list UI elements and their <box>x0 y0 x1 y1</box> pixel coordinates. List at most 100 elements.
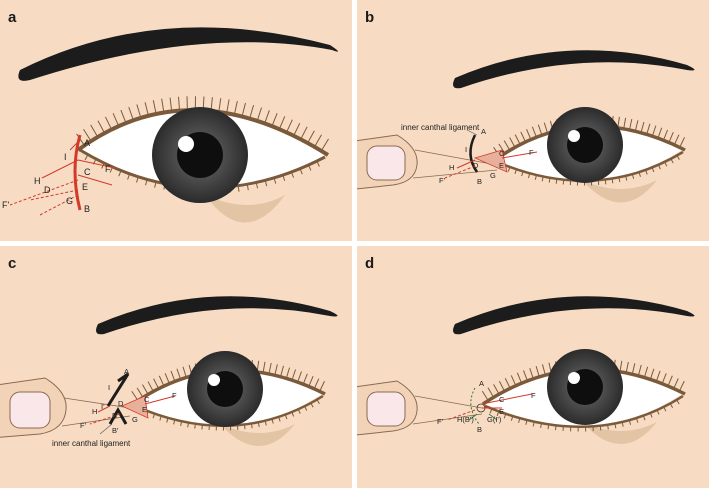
point-label: F' <box>439 176 446 185</box>
eyelash <box>282 174 286 181</box>
eyelash <box>676 399 680 405</box>
point-label: D <box>118 399 124 408</box>
eyelash <box>84 154 89 161</box>
point-label: H <box>92 407 97 416</box>
incision-flap <box>121 395 149 419</box>
eyelash <box>153 378 160 389</box>
eyelash <box>498 381 505 392</box>
eye <box>76 96 330 203</box>
eyelash <box>531 126 537 138</box>
eyelash <box>509 137 516 148</box>
eyelash <box>526 129 532 140</box>
eye <box>131 351 326 431</box>
eyelash <box>273 177 277 184</box>
eyelash <box>291 411 295 417</box>
eyelash <box>136 104 142 119</box>
eyelash <box>649 368 655 380</box>
panel-letter: c <box>8 255 16 272</box>
eyelash <box>611 178 614 184</box>
skin-background <box>0 246 352 488</box>
eyelash <box>623 117 627 129</box>
eyelash <box>555 178 558 184</box>
eyelash <box>97 120 106 134</box>
point-label: H <box>34 176 41 186</box>
eyelash <box>540 423 542 428</box>
finger <box>357 134 418 190</box>
eyelash <box>510 415 514 421</box>
eyelash <box>118 170 122 177</box>
eyelash <box>285 367 291 379</box>
eyelash <box>104 116 113 130</box>
point-label: C <box>84 167 91 177</box>
eyelash <box>314 134 322 148</box>
panel-c: c A I C F H I' D E F' B G B' inner canth… <box>0 246 352 488</box>
eyelash <box>673 378 679 389</box>
incision-lines <box>89 372 176 435</box>
eyelash <box>634 120 639 132</box>
eyelash <box>535 365 540 378</box>
point-label: G(I') <box>487 415 502 424</box>
eyelash <box>158 375 165 387</box>
canthal-fold <box>106 372 130 407</box>
lower-lid-line <box>484 394 684 428</box>
eyelash <box>226 99 230 114</box>
eyelash <box>237 185 240 192</box>
eyelash <box>543 122 549 134</box>
eyelash <box>507 166 511 172</box>
eyelash <box>503 413 507 419</box>
eyelash <box>173 419 176 425</box>
eyelash <box>520 131 526 143</box>
canthal-fold-lower <box>108 406 128 425</box>
eyelash <box>170 370 176 382</box>
eyelash <box>496 411 500 417</box>
point-label: E <box>499 407 504 416</box>
eyelash <box>299 168 303 175</box>
eyelash <box>678 380 685 392</box>
eyelash <box>284 414 288 420</box>
fingernail <box>9 391 51 429</box>
eyebrow <box>18 27 339 81</box>
point-label: F <box>105 164 111 174</box>
eyelash <box>657 127 663 139</box>
point-label: A <box>84 138 90 148</box>
point-label: C <box>144 395 150 404</box>
eyelash <box>278 116 286 130</box>
eyelash <box>651 167 655 173</box>
eyelash <box>649 412 653 418</box>
eye <box>493 107 686 186</box>
eyelash <box>152 100 157 115</box>
incision-lines <box>444 129 538 179</box>
eyelash <box>498 143 506 154</box>
eyelash <box>164 373 170 384</box>
point-label: I <box>64 152 67 162</box>
finger <box>0 377 67 438</box>
point-label: I <box>108 383 110 392</box>
incision-flap <box>473 149 508 173</box>
eyelash <box>642 415 646 421</box>
eyelash <box>514 169 517 175</box>
eyelash <box>243 424 246 430</box>
eyelash <box>662 129 669 141</box>
eyelash <box>262 361 266 373</box>
eyelash <box>657 164 661 170</box>
eyelash <box>313 378 320 390</box>
eyelash <box>656 409 660 415</box>
eyelash <box>532 421 535 427</box>
point-label: D <box>473 161 479 170</box>
point-label: B <box>84 204 90 214</box>
eyelash <box>316 160 320 167</box>
eyelash <box>290 171 295 178</box>
eyelash <box>316 399 320 405</box>
eyelash <box>504 378 511 389</box>
eyelash <box>166 417 169 423</box>
eyelash <box>308 375 314 387</box>
eyelash <box>607 424 609 430</box>
eyelash <box>669 403 674 408</box>
eyelash <box>628 419 632 425</box>
point-label: H <box>449 163 454 172</box>
eyelash <box>487 387 495 398</box>
eyelash <box>246 184 249 191</box>
eyelash <box>176 368 182 380</box>
point-label: I <box>465 145 467 154</box>
eyelash <box>645 169 648 175</box>
